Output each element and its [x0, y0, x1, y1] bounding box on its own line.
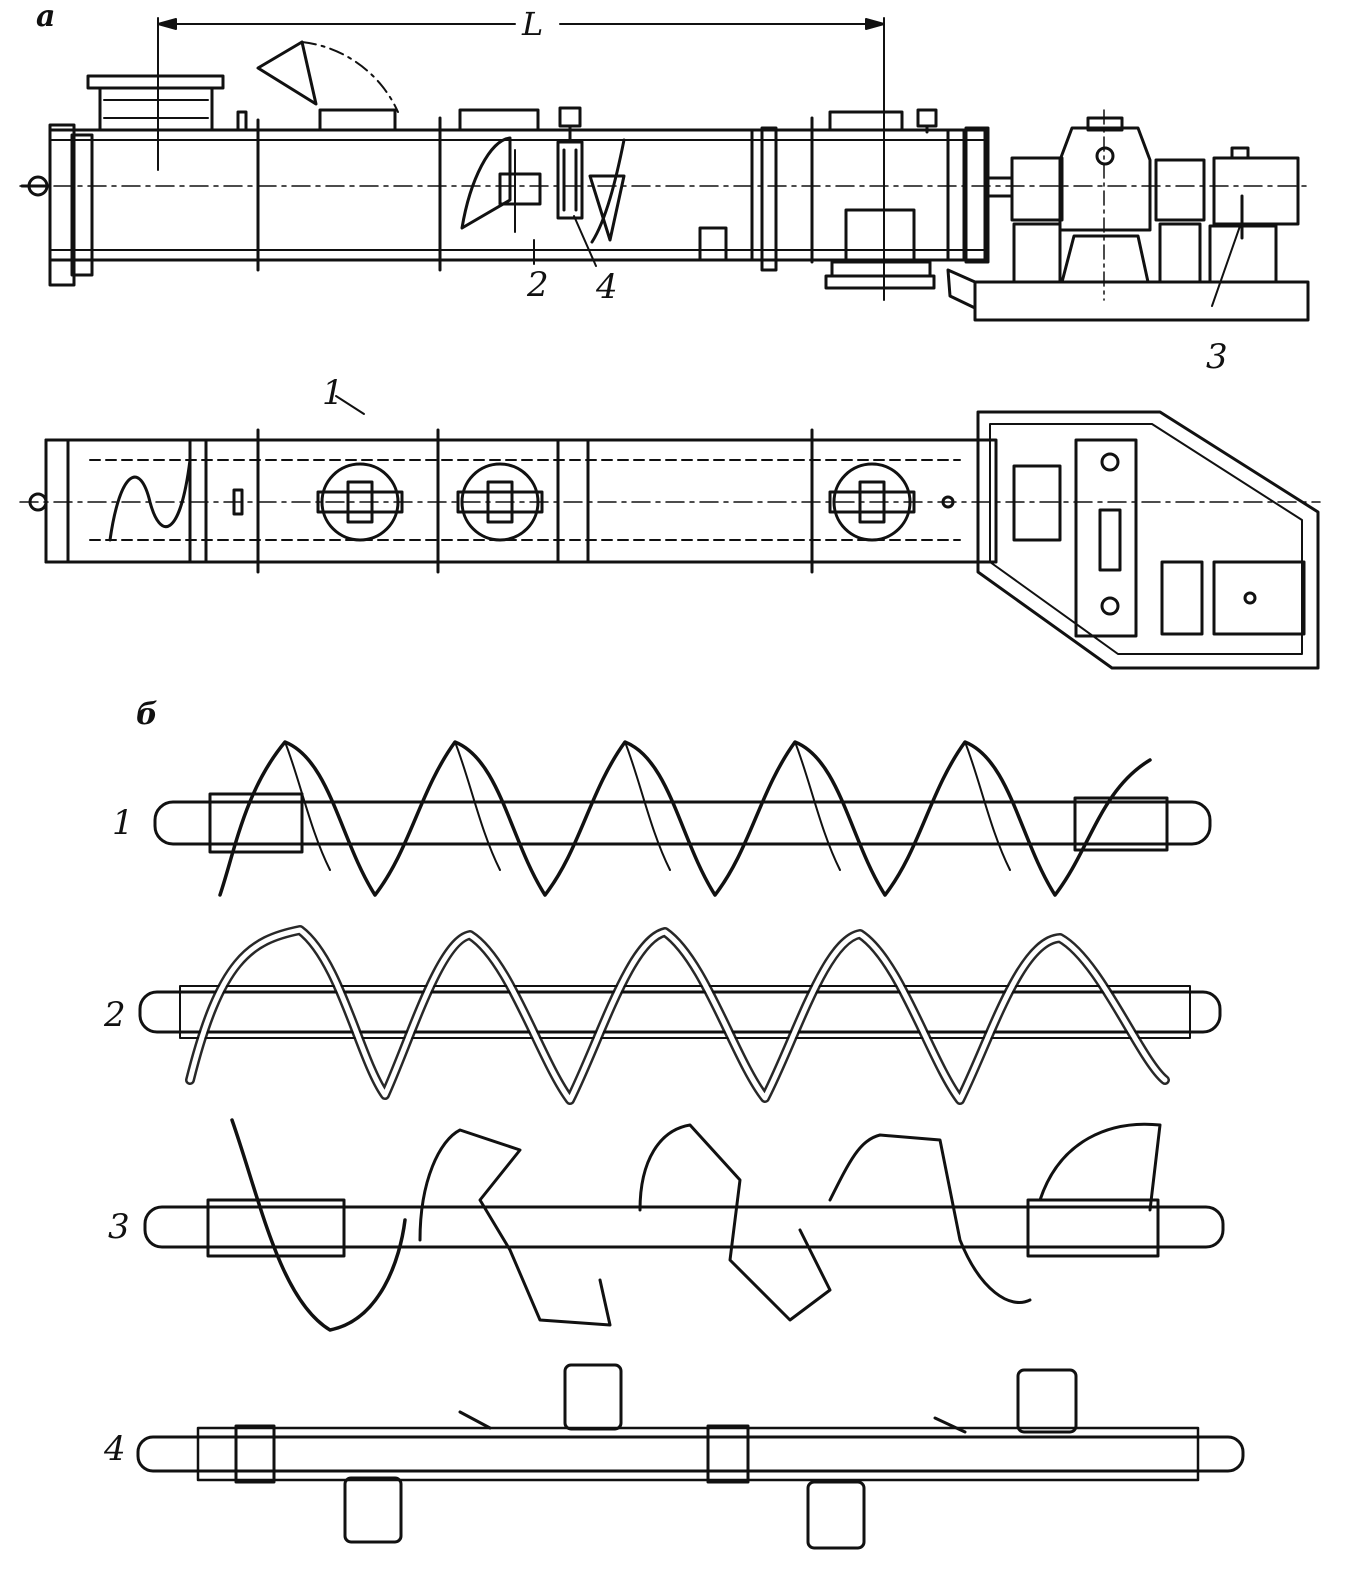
inspection-hatch: [828, 462, 916, 542]
dimension-L-label: L: [522, 5, 544, 43]
inspection-hatch: [316, 462, 404, 542]
screw-label-3: 3: [108, 1207, 130, 1247]
loading-inlet: [86, 74, 225, 132]
dimension-line-L: [157, 17, 885, 301]
screw-solid-helical: [153, 740, 1212, 897]
conveyor-side-view: [19, 17, 1311, 322]
callout-4: 4: [596, 267, 618, 307]
panel-a-letter: а: [36, 0, 56, 34]
callout-2: 2: [527, 265, 549, 305]
screw-label-1: 1: [112, 803, 134, 843]
hinged-cover: [256, 40, 318, 106]
hanger-bearing-4: [556, 106, 584, 220]
drive-frame-plan: [976, 410, 1320, 670]
screw-label-4: 4: [104, 1429, 126, 1469]
conveyor-plan-view: [19, 395, 1321, 670]
screw-label-2: 2: [104, 995, 126, 1035]
callout-1: 1: [322, 373, 344, 413]
screw-paddle: [136, 1363, 1245, 1550]
inspection-hatch: [456, 462, 544, 542]
callout-3: 3: [1206, 337, 1228, 377]
discharge-outlet: [824, 208, 936, 290]
drive-unit-3: [946, 109, 1310, 322]
screw-cut-flight: [143, 1118, 1225, 1332]
screw-ribbon: [138, 925, 1222, 1105]
panel-b-letter: б: [136, 697, 158, 732]
